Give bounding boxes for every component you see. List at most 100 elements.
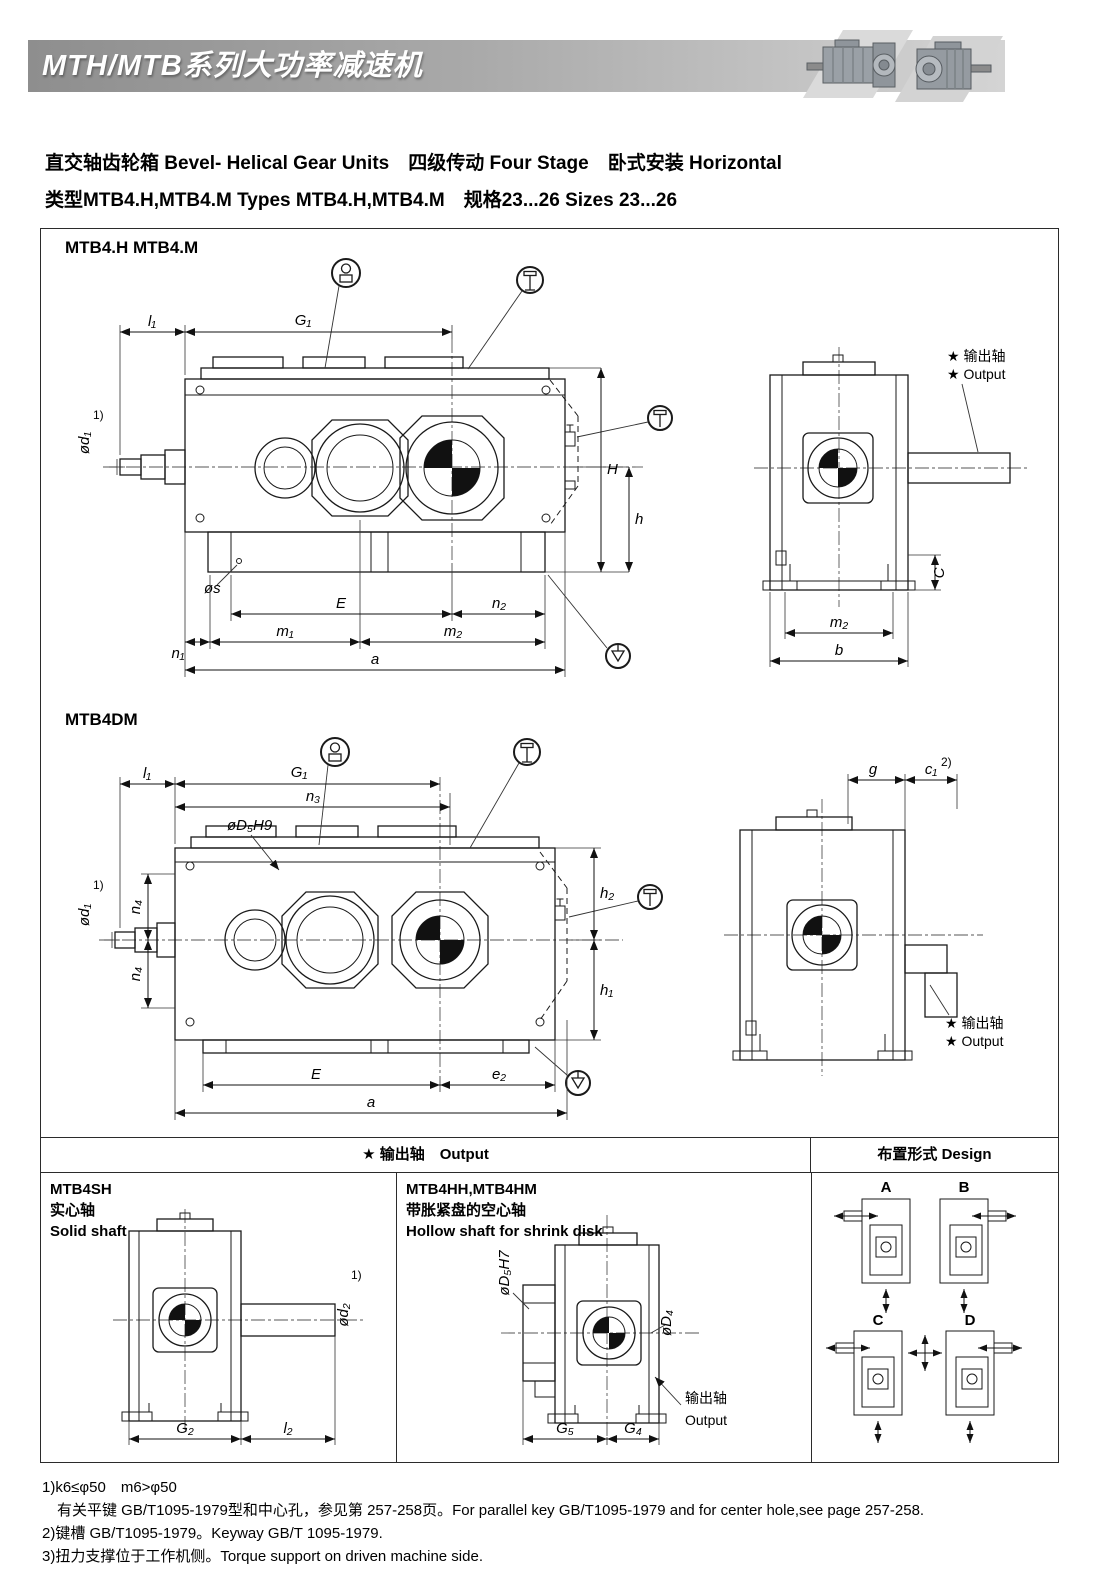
- bearing-symbol: [803, 916, 841, 954]
- product-photos-illustration: [803, 30, 1003, 102]
- dim-n4b: n₄: [127, 967, 144, 981]
- dim-e2: e₂: [492, 1066, 506, 1083]
- bearing-symbol: [593, 1317, 625, 1349]
- output-shaft-label-cn-2: ★ 输出轴: [945, 1015, 1003, 1031]
- drawing2-housing-outline: [174, 825, 566, 1054]
- dim-note1-solid: 1): [351, 1268, 362, 1282]
- breather-plug-icon-2: [568, 884, 663, 918]
- hollow-shaft-title: MTB4HH,MTB4HM: [406, 1181, 537, 1198]
- dim-m2-end: m₂: [830, 614, 848, 631]
- design-C: [826, 1330, 903, 1443]
- hollow-shaft-subtitle-cn: 带胀紧盘的空心轴: [406, 1202, 527, 1219]
- design-section-header: 布置形式 Design: [877, 1146, 992, 1163]
- oil-dipstick-icon-1: [467, 266, 544, 370]
- drawing2-model-label: MTB4DM: [65, 710, 138, 729]
- product-photos: [795, 16, 1010, 110]
- hollow-shaft-caption: MTB4HH,MTB4HM 带胀紧盘的空心轴 Hollow shaft for …: [406, 1179, 603, 1242]
- footnote-4: 3)扭力支撑位于工作机侧。Torque support on driven ma…: [42, 1548, 483, 1565]
- intro-line-1: 直交轴齿轮箱 Bevel- Helical Gear Units 四级传动 Fo…: [45, 153, 782, 174]
- design-cell: A B: [812, 1173, 1058, 1462]
- design-B: [939, 1198, 1016, 1313]
- endview1-outline: [762, 354, 1011, 591]
- solid-shaft-housing: [121, 1212, 336, 1422]
- lifting-eye-icon-2: [318, 737, 350, 846]
- dim-g: g: [869, 761, 878, 778]
- dim-G1-2: G₁: [291, 764, 308, 781]
- drawing2-dimensions: l₁ G₁ n₃ øD₅H9 ød₁ 1) n₄ n₄ h₂ h₁: [76, 764, 614, 1120]
- design-label-C: C: [873, 1312, 884, 1329]
- drawing2-gear-circles: [224, 891, 489, 989]
- output-shaft-label-en-2: ★ Output: [945, 1033, 1004, 1049]
- bearing-symbol: [424, 440, 480, 496]
- bearing-symbol: [416, 916, 464, 964]
- dim-od2: ød₂: [335, 1303, 352, 1327]
- drawing1-dimensions: l₁ G₁ ød₁ 1) H h øs E n₂ n₁ m₁: [76, 312, 643, 677]
- dim-G5: G₅: [556, 1420, 574, 1437]
- dim-C: C: [931, 567, 948, 578]
- drawing1-model-label: MTB4.H MTB4.M: [65, 238, 198, 257]
- endview1-labels: ★ 输出轴 ★ Output m₂ b C: [769, 348, 1006, 667]
- dim-E-2: E: [311, 1066, 322, 1083]
- output-shaft: [904, 944, 948, 974]
- hollow-shaft-dimensions: øD₅H7 øD₄ G₅ G₄ 输出轴 Output: [496, 1250, 727, 1445]
- endview2-labels: g c₁ 2) ★ 输出轴 ★ Output: [847, 755, 1004, 1049]
- dim-a: a: [371, 651, 379, 668]
- solid-shaft-caption: MTB4SH 实心轴 Solid shaft: [50, 1179, 127, 1242]
- solid-shaft-drawing: ød₂ 1) G₂ l₂: [113, 1209, 363, 1445]
- dim-od1: ød₁: [76, 432, 93, 455]
- solid-shaft-title: MTB4SH: [50, 1181, 112, 1198]
- design-cross-arrows: [908, 1335, 942, 1371]
- design-label-B: B: [959, 1179, 970, 1196]
- design-D: [945, 1330, 1022, 1443]
- solid-shaft-subtitle-en: Solid shaft: [50, 1223, 127, 1240]
- dim-l2: l₂: [283, 1420, 292, 1437]
- bearing-symbol: [169, 1304, 201, 1336]
- dim-h2: h₂: [600, 885, 614, 902]
- solid-shaft-subtitle-cn: 实心轴: [50, 1202, 96, 1219]
- dim-oD4: øD₄: [658, 1310, 675, 1336]
- oil-dipstick-icon-2: [469, 738, 541, 849]
- dim-od1-2: ød₁: [76, 904, 93, 927]
- lifting-eye-icon-1: [324, 258, 361, 369]
- design-label-D: D: [965, 1312, 976, 1329]
- output-section-header: ★ 输出轴 Output: [41, 1138, 811, 1172]
- footnote-3: 2)键槽 GB/T1095-1979。Keyway GB/T 1095-1979…: [42, 1525, 383, 1542]
- drawing1-gear-circles: [254, 415, 505, 521]
- dim-oD5H9: øD₅H9: [227, 817, 273, 834]
- hollow-shaft-subtitle-en: Hollow shaft for shrink disk: [406, 1223, 603, 1240]
- hollow-shaft-drawing: øD₅H7 øD₄ G₅ G₄ 输出轴 Output: [496, 1215, 727, 1445]
- drawing1-housing-outline: [184, 356, 576, 573]
- dim-n3: n₃: [306, 788, 320, 805]
- dim-H: H: [607, 461, 618, 478]
- hollow-output-label-cn: 输出轴: [685, 1390, 727, 1406]
- solid-output-shaft: [240, 1303, 336, 1337]
- dim-b: b: [835, 642, 843, 659]
- dim-h1: h₁: [600, 982, 613, 999]
- table-header: ★ 输出轴 Output 布置形式 Design: [41, 1137, 1058, 1173]
- dim-a-2: a: [367, 1094, 375, 1111]
- output-shaft-label-cn: ★ 输出轴: [947, 348, 1005, 364]
- design-arrangements-drawing: A B: [826, 1179, 1022, 1443]
- diagram-box: MTB4.H MTB4.M: [40, 228, 1059, 1463]
- footnote-2: 有关平键 GB/T1095-1979型和中心孔，参见第 257-258页。For…: [42, 1502, 925, 1519]
- intro-line-2: 类型MTB4.H,MTB4.M Types MTB4.H,MTB4.M 规格23…: [45, 190, 678, 211]
- output-shaft-label-en: ★ Output: [947, 366, 1006, 382]
- drawing1-input-shaft: [109, 449, 186, 485]
- dim-n1: n₁: [171, 645, 184, 662]
- output-shaft: [907, 452, 1011, 484]
- dim-c1: c₁: [925, 761, 938, 778]
- technical-drawings: MTB4.H MTB4.M: [65, 238, 1027, 1120]
- hollow-shaft-cell: MTB4HH,MTB4HM 带胀紧盘的空心轴 Hollow shaft for …: [397, 1173, 812, 1462]
- dim-note2: 2): [941, 755, 952, 769]
- gearbox-photo-1: [806, 39, 896, 88]
- dim-n2: n₂: [492, 595, 506, 612]
- drawing1-flange-dashed: [549, 379, 579, 526]
- dim-l1-2: l₁: [143, 765, 151, 782]
- dim-m1: m₁: [276, 623, 293, 640]
- solid-shaft-cell: MTB4SH 实心轴 Solid shaft: [41, 1173, 397, 1462]
- hollow-output-label-en: Output: [685, 1412, 727, 1428]
- breather-plug-icon-1: [576, 405, 673, 438]
- footnote-1: 1)k6≤φ50 m6>φ50: [42, 1479, 177, 1496]
- design-label-A: A: [881, 1179, 892, 1196]
